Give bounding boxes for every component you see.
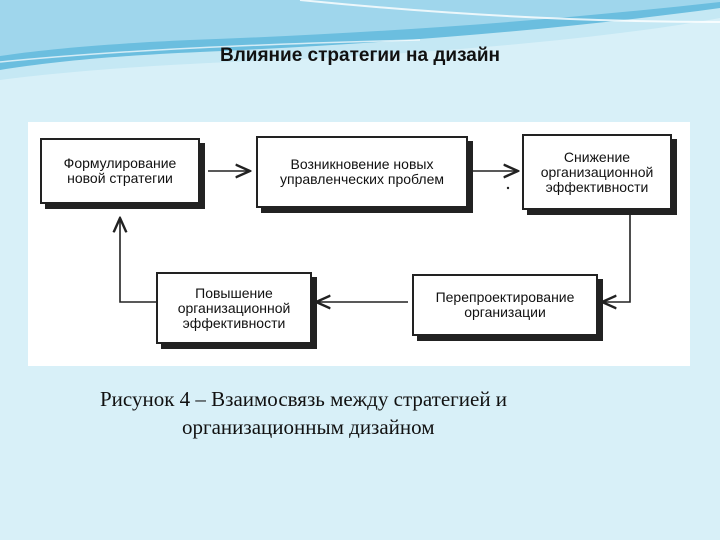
figure-caption: Рисунок 4 – Взаимосвязь между стратегией… (0, 385, 720, 441)
stray-dot (506, 186, 510, 190)
edge-increase-to-formulate (120, 218, 156, 303)
caption-line-1: Рисунок 4 – Взаимосвязь между стратегией… (100, 387, 508, 411)
edge-decrease-to-redesign (602, 214, 631, 302)
slide-title: Влияние стратегии на дизайн (219, 45, 500, 66)
header-wave-decoration (0, 0, 720, 80)
caption-line-2: организационным дизайном (182, 415, 435, 439)
diagram-connectors (28, 122, 631, 366)
